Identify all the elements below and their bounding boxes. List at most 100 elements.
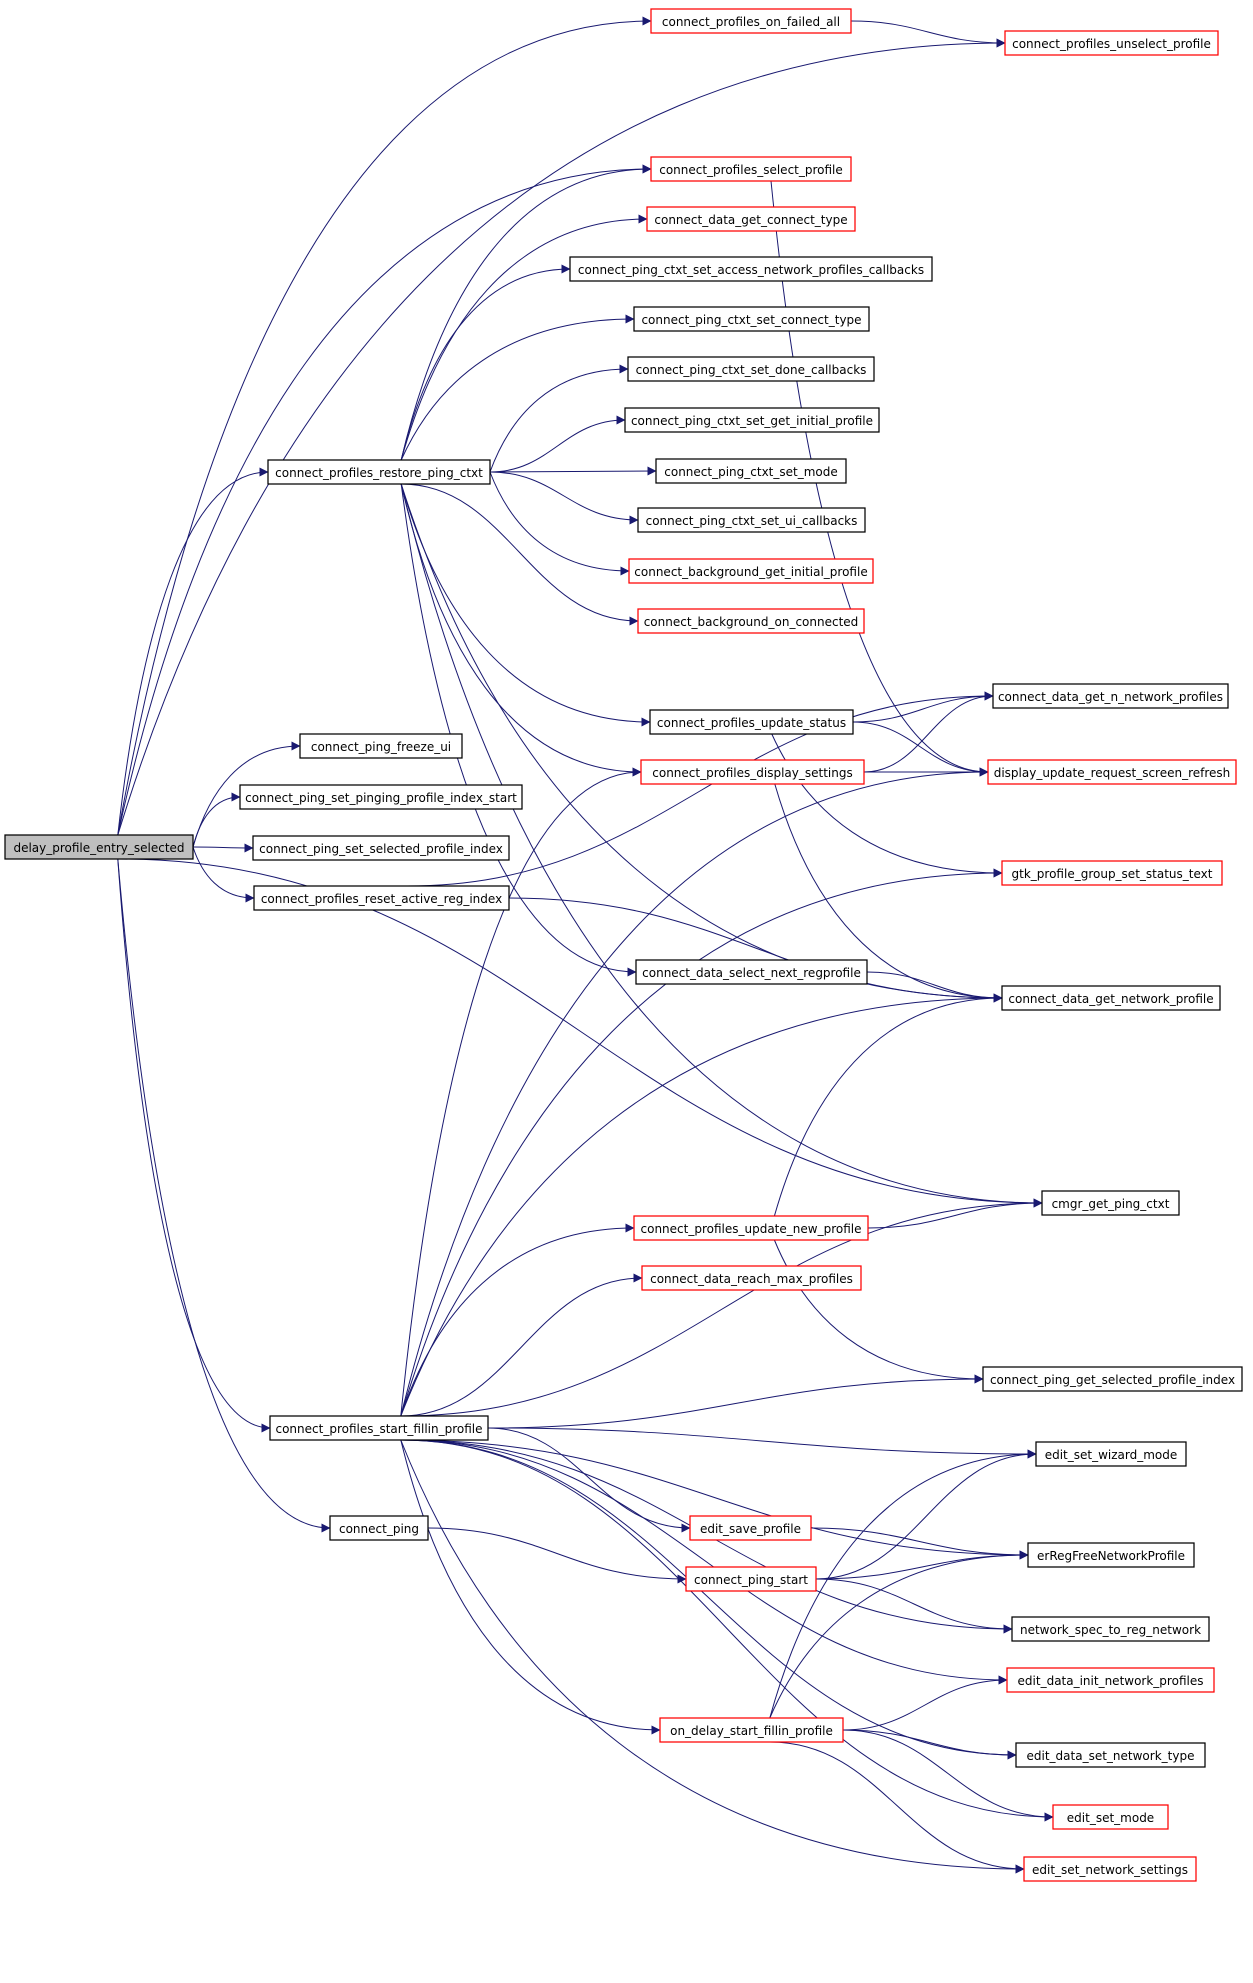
node-box: [329, 1515, 429, 1541]
node-label: edit_set_network_settings: [1032, 1863, 1188, 1877]
node-cmgr-get-ping-ctxt[interactable]: cmgr_get_ping_ctxt: [1041, 1190, 1180, 1216]
node-label: gtk_profile_group_set_status_text: [1012, 867, 1213, 881]
node-box: [4, 834, 194, 860]
edge-connect-profiles-display-settings-to-connect-data-get-network-profile: [774, 783, 1003, 1003]
node-connect-data-select-next-regprofile[interactable]: connect_data_select_next_regprofile: [635, 959, 868, 985]
edge-connect-profiles-restore-ping-ctxt-to-connect-profiles-select-profile: [400, 164, 652, 461]
edge-connect-profiles-restore-ping-ctxt-to-connect-ping-ctxt-set-get-initial-profile: [489, 415, 626, 473]
node-box: [635, 959, 868, 985]
node-connect-ping-ctxt-set-mode[interactable]: connect_ping_ctxt_set_mode: [655, 458, 847, 484]
node-label: cmgr_get_ping_ctxt: [1052, 1197, 1170, 1211]
node-connect-ping-set-selected-profile-index[interactable]: connect_ping_set_selected_profile_index: [252, 835, 510, 861]
node-box: [646, 206, 856, 232]
node-label: network_spec_to_reg_network: [1020, 1623, 1201, 1637]
node-connect-ping-get-selected-profile-index[interactable]: connect_ping_get_selected_profile_index: [982, 1366, 1243, 1392]
node-label: connect_ping_ctxt_set_ui_callbacks: [646, 514, 858, 528]
node-label: connect_data_get_n_network_profiles: [998, 690, 1223, 704]
node-box: [992, 683, 1229, 709]
node-label: connect_background_on_connected: [644, 615, 859, 629]
node-box: [252, 835, 510, 861]
node-label: connect_profiles_update_status: [657, 716, 846, 730]
edge-layer: [117, 16, 1054, 1874]
node-connect-profiles-unselect-profile[interactable]: connect_profiles_unselect_profile: [1004, 30, 1219, 56]
node-label: connect_ping_ctxt_set_get_initial_profil…: [631, 414, 873, 428]
node-box: [624, 407, 880, 433]
edge-connect-profiles-update-status-to-gtk-profile-group-set-status-text: [771, 733, 1003, 878]
node-box: [685, 1566, 817, 1592]
node-box: [633, 1215, 869, 1241]
node-box: [982, 1366, 1243, 1392]
node-box: [649, 709, 854, 735]
node-connect-ping-ctxt-set-get-initial-profile[interactable]: connect_ping_ctxt_set_get_initial_profil…: [624, 407, 880, 433]
node-connect-ping-start[interactable]: connect_ping_start: [685, 1566, 817, 1592]
node-box: [628, 558, 874, 584]
edge-connect-profiles-restore-ping-ctxt-to-connect-data-select-next-regprofile: [400, 483, 637, 977]
node-connect-data-get-n-network-profiles[interactable]: connect_data_get_n_network_profiles: [992, 683, 1229, 709]
edge-on-delay-start-fillin-profile-to-edit-data-init-network-profiles: [842, 1675, 1008, 1731]
node-edit-set-wizard-mode[interactable]: edit_set_wizard_mode: [1035, 1441, 1187, 1467]
node-connect-background-get-initial-profile[interactable]: connect_background_get_initial_profile: [628, 558, 874, 584]
node-display-update-request-screen-refresh[interactable]: display_update_request_screen_refresh: [987, 759, 1237, 785]
edge-connect-profiles-start-fillin-profile-to-display-update-request-screen-refresh: [400, 767, 989, 1417]
edge-connect-profiles-restore-ping-ctxt-to-connect-background-on-connected: [401, 483, 639, 626]
node-connect-data-reach-max-profiles[interactable]: connect_data_reach_max_profiles: [641, 1265, 862, 1291]
edge-connect-profiles-start-fillin-profile-to-connect-data-get-network-profile: [400, 993, 1003, 1417]
node-connect-ping-ctxt-set-done-callbacks[interactable]: connect_ping_ctxt_set_done_callbacks: [627, 356, 875, 382]
edge-delay-profile-entry-selected-to-connect-profiles-start-fillin-profile: [117, 858, 271, 1433]
node-on-delay-start-fillin-profile[interactable]: on_delay_start_fillin_profile: [659, 1717, 844, 1743]
edge-connect-profiles-start-fillin-profile-to-connect-profiles-update-new-profile: [400, 1223, 635, 1417]
edge-delay-profile-entry-selected-to-connect-profiles-unselect-profile: [117, 38, 1006, 836]
node-label: connect_ping_ctxt_set_access_network_pro…: [578, 263, 924, 277]
node-label: connect_ping_set_pinging_profile_index_s…: [245, 791, 517, 805]
node-delay-profile-entry-selected[interactable]: delay_profile_entry_selected: [4, 834, 194, 860]
node-box: [267, 459, 491, 485]
node-connect-profiles-on-failed-all[interactable]: connect_profiles_on_failed_all: [650, 8, 852, 34]
node-label: edit_set_wizard_mode: [1045, 1448, 1178, 1462]
node-label: connect_profiles_unselect_profile: [1012, 37, 1211, 51]
node-connect-ping[interactable]: connect_ping: [329, 1515, 429, 1541]
node-box: [633, 306, 870, 332]
node-network-spec-to-reg-network[interactable]: network_spec_to_reg_network: [1011, 1616, 1210, 1642]
node-edit-data-set-network-type[interactable]: edit_data_set_network_type: [1015, 1742, 1206, 1768]
node-box: [569, 256, 933, 282]
node-edit-set-mode[interactable]: edit_set_mode: [1052, 1804, 1169, 1830]
node-box: [650, 8, 852, 34]
node-box: [659, 1717, 844, 1743]
edge-delay-profile-entry-selected-to-connect-ping-set-pinging-profile-index-start: [192, 792, 241, 848]
node-box: [299, 733, 463, 759]
node-edit-data-init-network-profiles[interactable]: edit_data_init_network_profiles: [1006, 1667, 1215, 1693]
node-connect-profiles-select-profile[interactable]: connect_profiles_select_profile: [650, 156, 852, 182]
node-connect-ping-ctxt-set-connect-type[interactable]: connect_ping_ctxt_set_connect_type: [633, 306, 870, 332]
node-label: edit_save_profile: [700, 1522, 801, 1536]
edge-connect-profiles-start-fillin-profile-to-erregfreenetworkprofile: [400, 1439, 1029, 1560]
node-connect-background-on-connected[interactable]: connect_background_on_connected: [637, 608, 865, 634]
node-edit-save-profile[interactable]: edit_save_profile: [689, 1515, 812, 1541]
edge-connect-ping-start-to-edit-set-wizard-mode: [815, 1449, 1037, 1580]
node-connect-profiles-display-settings[interactable]: connect_profiles_display_settings: [640, 759, 865, 785]
edge-connect-profiles-restore-ping-ctxt-to-connect-ping-ctxt-set-mode: [489, 466, 657, 476]
node-erregfreenetworkprofile[interactable]: erRegFreeNetworkProfile: [1027, 1542, 1195, 1568]
node-box: [655, 458, 847, 484]
node-label: connect_background_get_initial_profile: [634, 565, 867, 579]
node-label: erRegFreeNetworkProfile: [1037, 1549, 1185, 1563]
edge-connect-profiles-start-fillin-profile-to-connect-ping-get-selected-profile-index: [487, 1374, 984, 1429]
node-box: [1006, 1667, 1215, 1693]
node-label: connect_ping_start: [694, 1573, 808, 1587]
node-gtk-profile-group-set-status-text[interactable]: gtk_profile_group_set_status_text: [1001, 860, 1223, 886]
node-connect-profiles-restore-ping-ctxt[interactable]: connect_profiles_restore_ping_ctxt: [267, 459, 491, 485]
edge-delay-profile-entry-selected-to-connect-profiles-reset-active-reg-index: [192, 846, 255, 903]
node-connect-ping-set-pinging-profile-index-start[interactable]: connect_ping_set_pinging_profile_index_s…: [239, 784, 523, 810]
node-connect-profiles-update-new-profile[interactable]: connect_profiles_update_new_profile: [633, 1215, 869, 1241]
node-connect-data-get-connect-type[interactable]: connect_data_get_connect_type: [646, 206, 856, 232]
node-label: edit_data_set_network_type: [1027, 1749, 1195, 1763]
node-edit-set-network-settings[interactable]: edit_set_network_settings: [1023, 1856, 1197, 1882]
node-connect-data-get-network-profile[interactable]: connect_data_get_network_profile: [1001, 985, 1221, 1011]
node-connect-profiles-start-fillin-profile[interactable]: connect_profiles_start_fillin_profile: [269, 1415, 489, 1441]
edge-connect-profiles-start-fillin-profile-to-edit-save-profile: [487, 1427, 691, 1533]
node-connect-ping-ctxt-set-access-network-profiles-callbacks[interactable]: connect_ping_ctxt_set_access_network_pro…: [569, 256, 933, 282]
edge-connect-profiles-display-settings-to-connect-data-get-n-network-profiles: [863, 691, 994, 773]
node-connect-profiles-update-status[interactable]: connect_profiles_update_status: [649, 709, 854, 735]
node-connect-profiles-reset-active-reg-index[interactable]: connect_profiles_reset_active_reg_index: [253, 885, 510, 911]
node-connect-ping-freeze-ui[interactable]: connect_ping_freeze_ui: [299, 733, 463, 759]
node-connect-ping-ctxt-set-ui-callbacks[interactable]: connect_ping_ctxt_set_ui_callbacks: [637, 507, 866, 533]
